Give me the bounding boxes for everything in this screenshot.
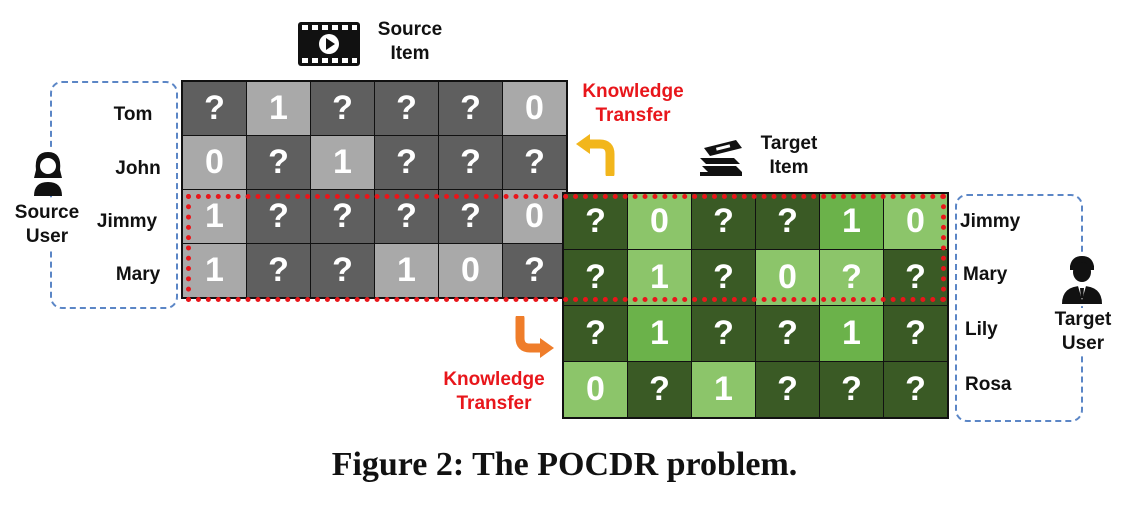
source-rating-cell: ?: [439, 136, 502, 189]
target-user-name: Mary: [963, 264, 1008, 285]
source-rating-cell: ?: [247, 244, 310, 297]
source-rating-cell: ?: [311, 82, 374, 135]
source-user-name: Jimmy: [96, 211, 158, 232]
target-rating-cell: 0: [628, 194, 691, 249]
source-rating-cell: 1: [183, 244, 246, 297]
source-rating-cell: 1: [247, 82, 310, 135]
target-rating-cell: ?: [692, 194, 755, 249]
knowledge-transfer-bottom-label: Knowledge Transfer: [433, 368, 555, 416]
source-rating-cell: 1: [311, 136, 374, 189]
source-item-label: Source Item: [370, 18, 450, 66]
source-rating-cell: ?: [375, 82, 438, 135]
target-rating-cell: 1: [820, 306, 883, 361]
source-user-label: Source User: [4, 201, 90, 249]
target-rating-cell: ?: [756, 194, 819, 249]
target-rating-cell: ?: [692, 306, 755, 361]
source-rating-cell: 1: [375, 244, 438, 297]
target-rating-cell: ?: [564, 306, 627, 361]
source-rating-cell: ?: [311, 190, 374, 243]
target-rating-cell: 0: [564, 362, 627, 417]
target-item-label-line1: Target: [760, 133, 818, 154]
source-user-name: Mary: [115, 264, 161, 285]
source-rating-cell: 1: [183, 190, 246, 243]
target-rating-cell: 0: [756, 250, 819, 305]
target-user-name: Jimmy: [960, 211, 1021, 232]
target-rating-cell: 1: [692, 362, 755, 417]
source-rating-cell: 0: [503, 190, 566, 243]
target-rating-cell: ?: [692, 250, 755, 305]
target-rating-cell: ?: [564, 250, 627, 305]
source-rating-cell: ?: [503, 136, 566, 189]
target-rating-cell: ?: [564, 194, 627, 249]
figure-caption: Figure 2: The POCDR problem.: [331, 446, 798, 483]
curved-arrow-icon-orange: [512, 313, 556, 358]
source-user-label-line1: Source: [14, 202, 80, 223]
source-item-label-line1: Source: [377, 19, 443, 40]
source-rating-cell: ?: [375, 190, 438, 243]
source-rating-cell: ?: [439, 82, 502, 135]
knowledge-transfer-top-line1: Knowledge: [582, 81, 684, 102]
target-rating-cell: ?: [756, 306, 819, 361]
source-rating-cell: ?: [183, 82, 246, 135]
knowledge-transfer-top-line2: Transfer: [595, 105, 671, 126]
books-icon: [696, 134, 748, 178]
source-rating-cell: 0: [503, 82, 566, 135]
source-rating-cell: ?: [439, 190, 502, 243]
source-rating-cell: ?: [247, 190, 310, 243]
target-rating-cell: ?: [884, 362, 947, 417]
source-rating-cell: 0: [439, 244, 502, 297]
target-rating-cell: ?: [756, 362, 819, 417]
target-rating-cell: 0: [884, 194, 947, 249]
source-rating-cell: ?: [311, 244, 374, 297]
target-rating-cell: ?: [820, 362, 883, 417]
source-item-label-line2: Item: [390, 43, 430, 64]
target-rating-cell: ?: [628, 362, 691, 417]
target-rating-cell: ?: [820, 250, 883, 305]
target-rating-cell: ?: [884, 250, 947, 305]
target-user-label: Target User: [1040, 308, 1126, 356]
target-user-name: Lily: [965, 319, 998, 340]
target-rating-cell: 1: [628, 306, 691, 361]
source-rating-cell: ?: [503, 244, 566, 297]
source-user-name: Tom: [113, 104, 153, 125]
female-user-icon: [30, 148, 66, 196]
target-rating-cell: 1: [820, 194, 883, 249]
video-icon: [298, 22, 360, 66]
target-rating-cell: 1: [628, 250, 691, 305]
target-item-label-line2: Item: [769, 157, 809, 178]
source-user-label-line2: User: [25, 226, 69, 247]
knowledge-transfer-bottom-line1: Knowledge: [443, 369, 545, 390]
male-user-icon: [1060, 254, 1104, 304]
source-rating-cell: ?: [375, 136, 438, 189]
target-user-label-line2: User: [1061, 333, 1105, 354]
source-rating-cell: 0: [183, 136, 246, 189]
knowledge-transfer-top-label: Knowledge Transfer: [572, 80, 694, 128]
knowledge-transfer-bottom-line2: Transfer: [456, 393, 532, 414]
target-rating-cell: ?: [884, 306, 947, 361]
target-user-label-line1: Target: [1054, 309, 1112, 330]
target-user-name: Rosa: [965, 374, 1012, 395]
curved-arrow-icon-yellow: [574, 134, 618, 179]
target-item-label: Target Item: [744, 132, 834, 180]
source-user-name: John: [115, 158, 161, 179]
source-rating-cell: ?: [247, 136, 310, 189]
